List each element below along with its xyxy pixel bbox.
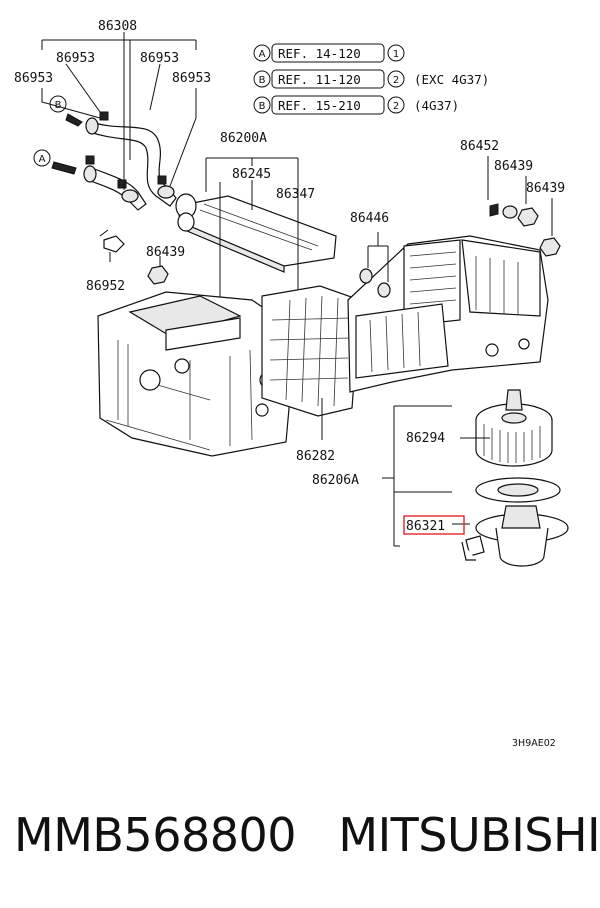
label-86321[interactable]: 86321	[406, 519, 445, 534]
label-86206a: 86206A	[312, 473, 359, 488]
svg-text:REF. 11-120: REF. 11-120	[278, 72, 361, 87]
highlighted-part-86321[interactable]: 86321	[403, 515, 465, 535]
label-86446: 86446	[350, 211, 389, 226]
label-86439: 86439	[494, 159, 533, 174]
parts-diagram: A REF. 14-120 1 B REF. 11-120 2 (EXC 4G3…	[14, 19, 569, 749]
leader-lines-hose	[41, 32, 197, 190]
svg-text:B: B	[259, 101, 266, 112]
clip-86952	[99, 229, 125, 253]
label-86347: 86347	[276, 187, 315, 202]
heater-hose-assembly	[83, 111, 177, 211]
reference-row-3: B REF. 15-210 2 (4G37)	[253, 95, 459, 115]
label-86439: 86439	[146, 245, 185, 260]
brand-name: MITSUBISHI	[338, 808, 600, 862]
label-86308: 86308	[98, 19, 137, 34]
heater-unit	[97, 291, 297, 457]
svg-text:(4G37): (4G37)	[414, 98, 459, 113]
reference-table: A REF. 14-120 1 B REF. 11-120 2 (EXC 4G3…	[253, 43, 489, 115]
arrow-icon	[65, 113, 83, 127]
reference-row-2: B REF. 11-120 2 (EXC 4G37)	[253, 69, 489, 89]
motor-plate	[475, 477, 561, 503]
label-86282: 86282	[296, 449, 335, 464]
svg-text:B: B	[55, 100, 62, 111]
nut-86439-left	[147, 265, 169, 285]
label-86452: 86452	[460, 139, 499, 154]
svg-text:A: A	[39, 154, 46, 165]
svg-text:2: 2	[393, 101, 399, 112]
heater-core	[175, 193, 337, 273]
air-filter-door	[261, 285, 361, 417]
svg-text:REF. 14-120: REF. 14-120	[278, 46, 361, 61]
label-86245: 86245	[232, 167, 271, 182]
blower-fan	[475, 389, 553, 467]
blower-motor	[461, 505, 569, 567]
svg-text:REF. 15-210: REF. 15-210	[278, 98, 361, 113]
nut-86439-right-upper	[517, 207, 539, 227]
label-86952: 86952	[86, 279, 125, 294]
footer-caption: MMB568800 MITSUBISHI	[14, 808, 600, 868]
svg-text:1: 1	[393, 49, 399, 60]
label-86200a: 86200A	[220, 131, 267, 146]
label-86953: 86953	[172, 71, 211, 86]
part-number: MMB568800	[14, 808, 297, 862]
label-86953: 86953	[56, 51, 95, 66]
diagram-code: 3H9AE02	[512, 738, 556, 749]
marker-b: B	[49, 95, 83, 127]
label-86439: 86439	[526, 181, 565, 196]
svg-text:B: B	[259, 75, 266, 86]
blower-case	[347, 235, 549, 393]
svg-text:2: 2	[393, 75, 399, 86]
grommets-86446	[359, 268, 391, 298]
arrow-icon	[51, 161, 77, 175]
marker-a: A	[33, 149, 77, 175]
svg-text:(EXC 4G37): (EXC 4G37)	[414, 72, 489, 87]
nut-86439-right-lower	[539, 237, 561, 257]
label-86953: 86953	[140, 51, 179, 66]
svg-text:A: A	[259, 49, 266, 60]
reference-row-1: A REF. 14-120 1	[253, 43, 405, 63]
label-86294: 86294	[406, 431, 445, 446]
label-86953: 86953	[14, 71, 53, 86]
bolt-86452	[489, 203, 518, 219]
